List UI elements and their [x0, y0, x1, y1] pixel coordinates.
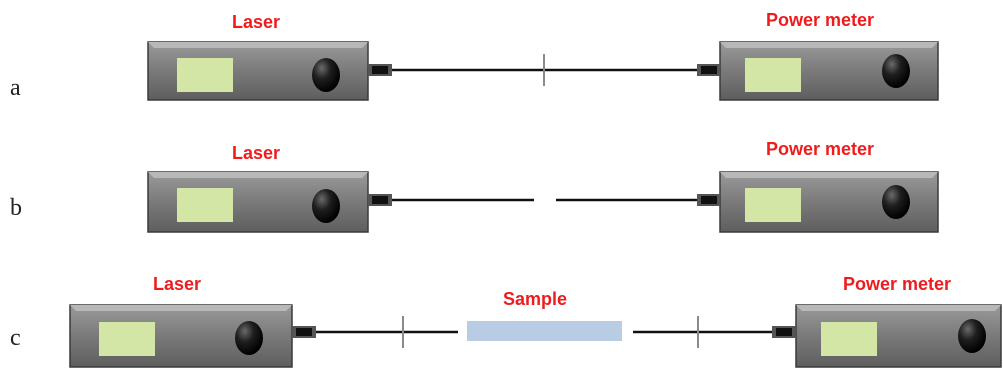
knob-icon	[312, 189, 340, 223]
device-bevel	[148, 42, 368, 48]
row-c: c Laser Sample Power meter	[10, 274, 1002, 368]
sample	[467, 321, 622, 341]
device-display	[99, 322, 155, 356]
power-meter-device-c	[772, 304, 1002, 368]
knob-icon	[882, 185, 910, 219]
power-meter-label-b: Power meter	[766, 139, 874, 159]
device-display	[177, 188, 233, 222]
laser-device-c	[69, 304, 316, 368]
device-display	[177, 58, 233, 92]
device-display	[745, 188, 801, 222]
power-meter-label-a: Power meter	[766, 10, 874, 30]
sample-label: Sample	[503, 289, 567, 309]
knob-icon	[235, 321, 263, 355]
power-meter-device-a	[697, 41, 939, 101]
device-bevel	[70, 305, 292, 311]
device-bevel	[148, 172, 368, 178]
row-a: a Laser Power meter	[10, 10, 939, 101]
row-letter-c: c	[10, 325, 21, 351]
laser-label-a: Laser	[232, 12, 280, 32]
knob-icon	[882, 54, 910, 88]
power-meter-label-c: Power meter	[843, 274, 951, 294]
device-display	[821, 322, 877, 356]
power-meter-device-b	[697, 171, 939, 233]
laser-label-b: Laser	[232, 143, 280, 163]
row-letter-a: a	[10, 75, 21, 101]
device-bevel	[796, 305, 1001, 311]
device-bevel	[720, 42, 938, 48]
laser-device-a	[147, 41, 392, 101]
laser-device-b	[147, 171, 392, 233]
knob-icon	[958, 319, 986, 353]
device-display	[745, 58, 801, 92]
device-bevel	[720, 172, 938, 178]
row-b: b Laser Power meter	[10, 139, 939, 233]
laser-label-c: Laser	[153, 274, 201, 294]
knob-icon	[312, 58, 340, 92]
row-letter-b: b	[10, 195, 22, 221]
